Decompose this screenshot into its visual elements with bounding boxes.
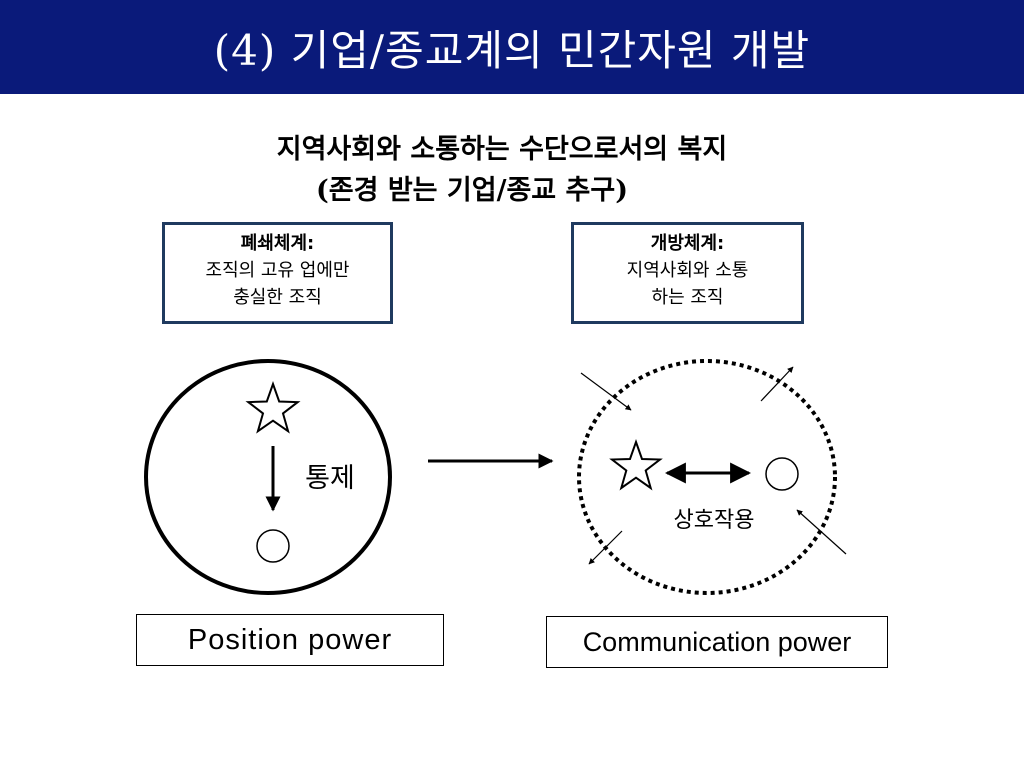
closed-system-desc-2: 충실한 조직 (233, 287, 322, 308)
inflow-arrow-top-left (580, 372, 632, 411)
slide-title: (4) 기업/종교계의 민간자원 개발 (213, 25, 811, 75)
open-system-heading: 개방체계: (650, 233, 725, 254)
closed-system-desc-1: 조직의 고유 업에만 (205, 260, 350, 281)
star-icon (245, 381, 301, 434)
subtitle-line-1: 지역사회와 소통하는 수단으로서의 복지 (276, 134, 728, 165)
open-system-boundary (577, 359, 837, 595)
circle-icon (256, 529, 290, 563)
subtitle-line-2: (존경 받는 기업/종교 추구) (315, 175, 628, 206)
title-bar: (4) 기업/종교계의 민간자원 개발 (0, 0, 1024, 94)
inflow-arrow-bottom-right (796, 509, 847, 555)
outflow-arrow-bottom-left (588, 530, 623, 565)
star-icon (609, 438, 663, 491)
open-system-desc-1: 지역사회와 소통 (626, 260, 749, 281)
closed-system-box: 폐쇄체계: 조직의 고유 업에만 충실한 조직 (162, 222, 393, 324)
closed-system-heading: 폐쇄체계: (240, 233, 315, 254)
outflow-arrow-top-right (760, 366, 794, 402)
open-system-box: 개방체계: 지역사회와 소통 하는 조직 (571, 222, 804, 324)
closed-system-boundary (144, 359, 392, 595)
control-label: 통제 (305, 463, 355, 494)
interaction-label: 상호작용 (674, 508, 755, 533)
position-power-label: Position power (136, 614, 444, 666)
communication-power-label: Communication power (546, 616, 888, 668)
circle-icon (765, 457, 799, 491)
open-system-desc-2: 하는 조직 (651, 287, 724, 308)
